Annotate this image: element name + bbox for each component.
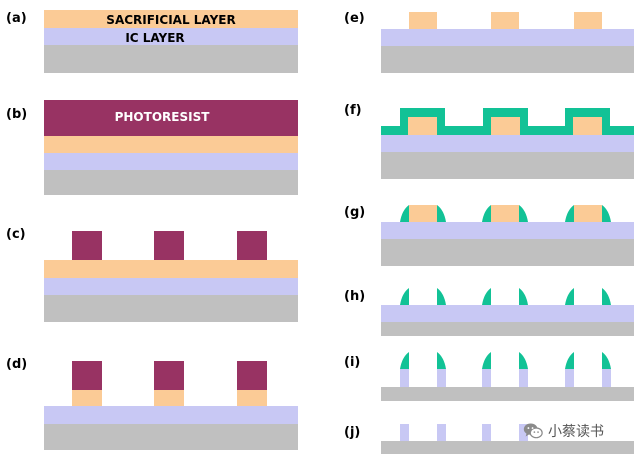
wechat-icon — [523, 423, 543, 439]
ic-layer — [381, 222, 634, 239]
panel-d: (d) — [6, 357, 298, 450]
photoresist-layer — [44, 100, 298, 136]
ic-layer-label: IC LAYER — [125, 31, 184, 45]
ic-layer — [44, 406, 298, 424]
spacer-left — [565, 205, 574, 222]
ic-layer — [44, 28, 298, 45]
spacer-left — [400, 205, 409, 222]
sacrificial-block — [72, 390, 102, 406]
substrate-layer — [381, 152, 634, 179]
substrate-layer — [381, 441, 634, 454]
photoresist-layer-label: PHOTORESIST — [115, 110, 211, 124]
sacrificial-layer-label: SACRIFICIAL LAYER — [106, 13, 235, 27]
sacrificial-block — [154, 390, 184, 406]
panel-label-d: (d) — [6, 357, 27, 372]
substrate-layer — [381, 46, 634, 73]
panel-label-b: (b) — [6, 107, 27, 122]
substrate-layer — [44, 295, 298, 322]
watermark-text: 小蔡读书 — [548, 424, 604, 440]
substrate-layer — [381, 322, 634, 336]
substrate-layer — [381, 239, 634, 266]
sacrificial-block — [237, 390, 267, 406]
sacrificial-block — [409, 12, 437, 29]
substrate-layer — [44, 424, 298, 450]
panel-i: (i) — [344, 352, 634, 401]
panel-a: (a) SACRIFICIAL LAYER IC LAYER — [6, 10, 298, 73]
panel-label-c: (c) — [6, 227, 26, 242]
ic-layer — [44, 278, 298, 295]
spacer-right — [519, 352, 528, 369]
ic-pillar — [482, 369, 491, 387]
ic-pillar — [565, 369, 574, 387]
watermark: 小蔡读书 — [522, 418, 604, 444]
spacer-left — [565, 352, 574, 369]
panel-e: (e) — [344, 11, 634, 73]
photoresist-block — [72, 231, 102, 260]
panel-j: (j) — [344, 424, 634, 454]
spacer-left — [482, 352, 491, 369]
spacer-right — [602, 288, 611, 305]
sacrificial-layer — [44, 260, 298, 278]
ic-pillar — [482, 424, 491, 441]
sacrificial-block — [408, 117, 437, 135]
photoresist-block — [237, 231, 267, 260]
ic-layer — [381, 135, 634, 152]
panel-label-j: (j) — [344, 425, 360, 440]
spacer-right — [519, 288, 528, 305]
spacer-left — [565, 288, 574, 305]
substrate-layer — [381, 387, 634, 401]
panel-g: (g) — [344, 205, 634, 266]
photoresist-block — [154, 361, 184, 390]
panel-label-g: (g) — [344, 205, 365, 220]
panel-label-e: (e) — [344, 11, 365, 26]
sacrificial-block — [491, 12, 519, 29]
spacer-left — [400, 288, 409, 305]
ic-pillar — [400, 369, 409, 387]
panel-label-f: (f) — [344, 103, 362, 118]
sacrificial-block — [491, 117, 520, 135]
panel-c: (c) — [6, 227, 298, 322]
ic-pillar — [437, 369, 446, 387]
photoresist-block — [237, 361, 267, 390]
substrate-layer — [44, 170, 298, 195]
ic-layer — [381, 305, 634, 322]
ic-pillar — [400, 424, 409, 441]
panel-label-a: (a) — [6, 11, 27, 26]
ic-pillar — [437, 424, 446, 441]
spacer-left — [482, 288, 491, 305]
spacer-right — [437, 205, 446, 222]
ic-layer — [44, 153, 298, 170]
ic-pillar — [519, 369, 528, 387]
panel-h: (h) — [344, 288, 634, 336]
spacer-left — [400, 352, 409, 369]
panel-b: (b) PHOTORESIST — [6, 100, 298, 195]
sacrificial-layer — [44, 10, 298, 28]
sacrificial-block — [574, 12, 602, 29]
sacrificial-block — [574, 205, 602, 222]
sacrificial-block — [409, 205, 437, 222]
substrate-layer — [44, 45, 298, 73]
sacrificial-block — [573, 117, 602, 135]
sacrificial-layer — [44, 136, 298, 153]
ic-pillar — [519, 424, 528, 441]
ic-layer — [381, 29, 634, 46]
photoresist-block — [72, 361, 102, 390]
spacer-right — [437, 352, 446, 369]
spacer-right — [437, 288, 446, 305]
spacer-right — [519, 205, 528, 222]
spacer-left — [482, 205, 491, 222]
spacer-right — [602, 205, 611, 222]
spacer-right — [602, 352, 611, 369]
panel-f: (f) — [344, 103, 634, 179]
photoresist-block — [154, 231, 184, 260]
ic-pillar — [602, 369, 611, 387]
panel-label-i: (i) — [344, 355, 360, 370]
panel-label-h: (h) — [344, 289, 365, 304]
sacrificial-block — [491, 205, 519, 222]
